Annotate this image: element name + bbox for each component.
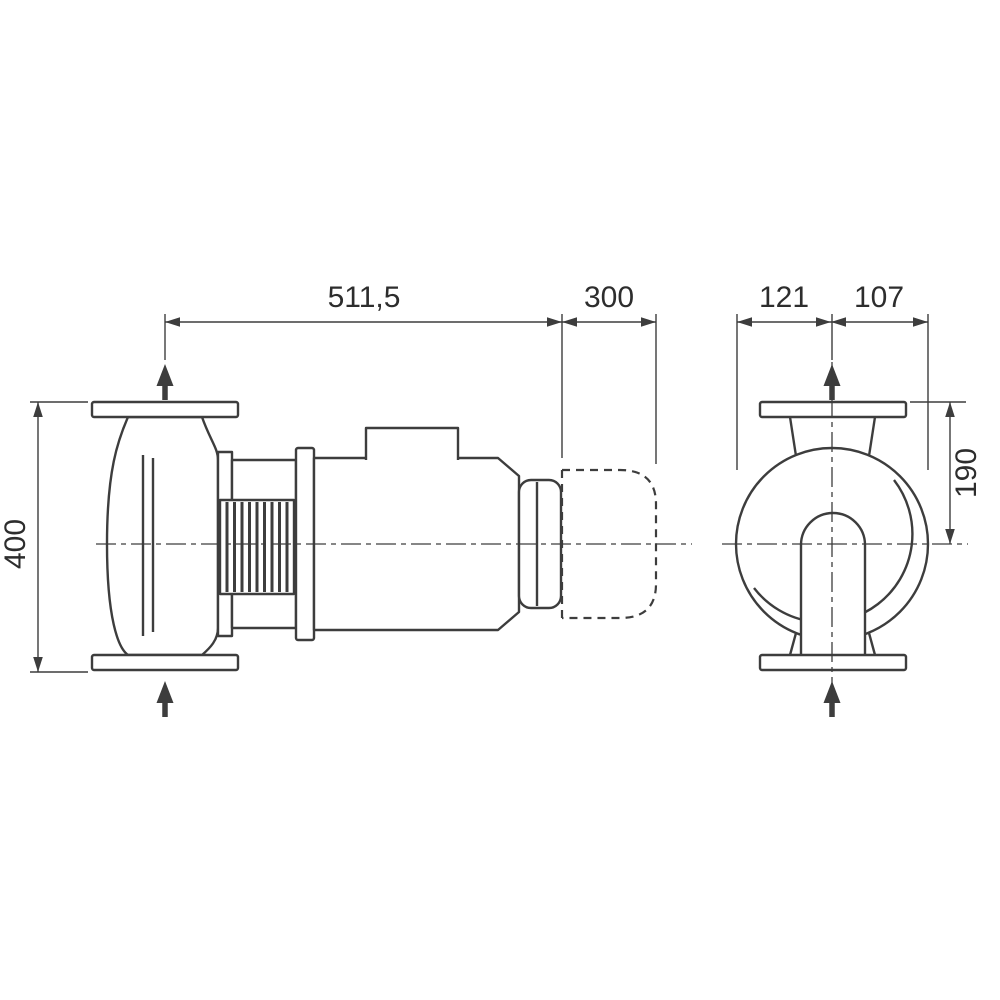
- dim-label-port-to-port: 400: [0, 519, 32, 569]
- top-flange: [758, 400, 908, 419]
- dim-arrow-icon: [945, 402, 955, 417]
- dimension-flange-to-axis: 190: [945, 402, 983, 544]
- dim-arrow-icon: [945, 529, 955, 544]
- dim-label-motor-extension: 300: [584, 281, 634, 314]
- discharge-pipe: [799, 511, 867, 655]
- dim-arrow-icon: [547, 317, 562, 327]
- top-flange: [90, 400, 240, 419]
- terminal-box: [364, 426, 460, 460]
- dimensions: 511,5 300 400 121 107: [0, 281, 983, 673]
- dim-label-pump-length: 511,5: [328, 281, 401, 314]
- volute-casing: [105, 415, 220, 657]
- dim-label-center-to-left: 121: [759, 281, 809, 314]
- flow-arrow-top: [156, 364, 174, 400]
- dim-arrow-icon: [641, 317, 656, 327]
- dimension-pump-length: 511,5: [165, 281, 562, 327]
- dimension-port-to-port: 400: [0, 402, 43, 672]
- centerlines: [96, 362, 968, 704]
- dim-arrow-icon: [165, 317, 180, 327]
- bottom-flange: [90, 653, 240, 672]
- dim-arrow-icon: [33, 402, 43, 417]
- dim-arrow-icon: [737, 317, 752, 327]
- dim-arrow-icon: [831, 317, 846, 327]
- dim-arrow-icon: [816, 317, 831, 327]
- volute-inner-arc: [753, 479, 914, 624]
- dim-arrow-icon: [562, 317, 577, 327]
- dimension-center-to-left: 121: [737, 281, 831, 327]
- flow-arrow-bottom: [156, 681, 174, 717]
- arrow-up-icon: [156, 364, 174, 386]
- dim-arrow-icon: [913, 317, 928, 327]
- dimension-motor-extension: 300: [562, 281, 656, 327]
- neck-line: [788, 416, 798, 457]
- neck-line: [867, 416, 877, 457]
- dim-label-center-to-right: 107: [854, 281, 904, 314]
- dim-arrow-icon: [33, 657, 43, 672]
- bottom-flange: [758, 653, 908, 672]
- neck-line: [788, 632, 798, 656]
- coupling-guard-ribs: [225, 502, 289, 592]
- dimension-center-to-right: 107: [831, 281, 928, 327]
- arrow-up-icon: [156, 681, 174, 703]
- dim-label-flange-to-axis: 190: [950, 448, 983, 498]
- neck-line: [867, 632, 877, 656]
- side-view: [90, 364, 658, 717]
